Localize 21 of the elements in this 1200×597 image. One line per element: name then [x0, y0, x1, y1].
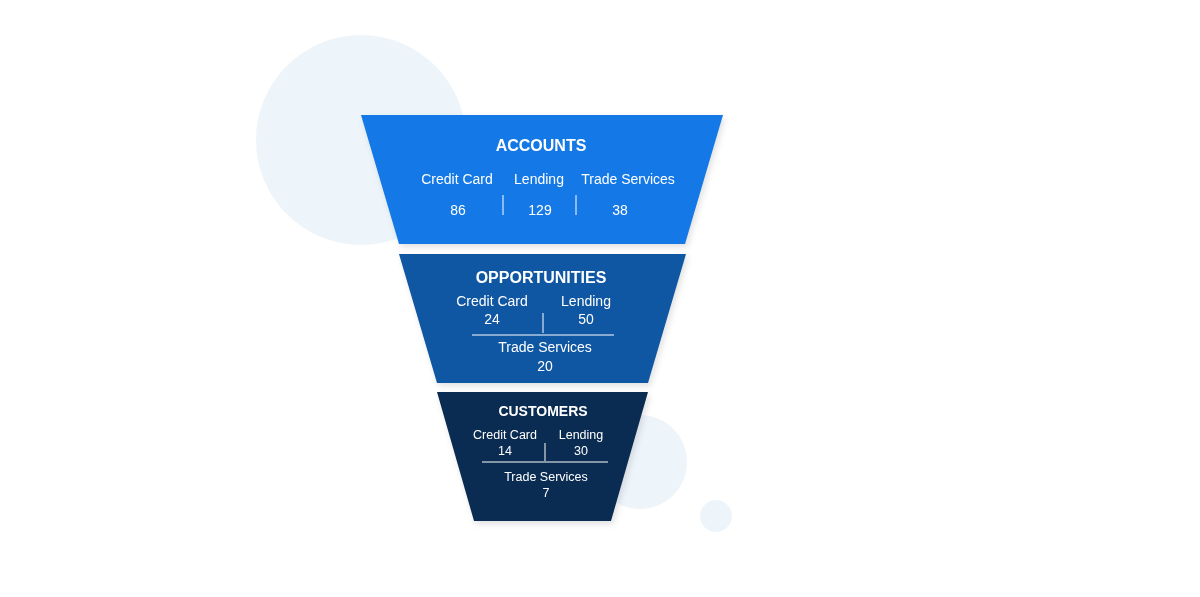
- stage-title: ACCOUNTS: [495, 137, 587, 155]
- category-label: Credit Card: [456, 294, 528, 310]
- count-value: 14: [498, 445, 512, 459]
- count-value: 86: [450, 203, 466, 219]
- count-value: 7: [542, 487, 550, 501]
- count-value: 129: [528, 203, 552, 219]
- category-label: Lending: [514, 172, 564, 188]
- category-label: Credit Card: [473, 429, 537, 443]
- stage-title: OPPORTUNITIES: [475, 269, 607, 287]
- count-value: 50: [578, 312, 594, 328]
- category-label: Credit Card: [421, 172, 493, 188]
- category-label: Lending: [558, 429, 604, 443]
- category-label: Lending: [561, 294, 611, 310]
- category-label: Trade Services: [498, 340, 592, 356]
- category-label: Trade Services: [504, 471, 588, 485]
- count-value: 30: [574, 445, 588, 459]
- stage-title: CUSTOMERS: [498, 404, 588, 420]
- count-value: 24: [484, 312, 500, 328]
- category-label: Trade Services: [581, 172, 675, 188]
- count-value: 20: [537, 359, 553, 375]
- count-value: 38: [612, 203, 628, 219]
